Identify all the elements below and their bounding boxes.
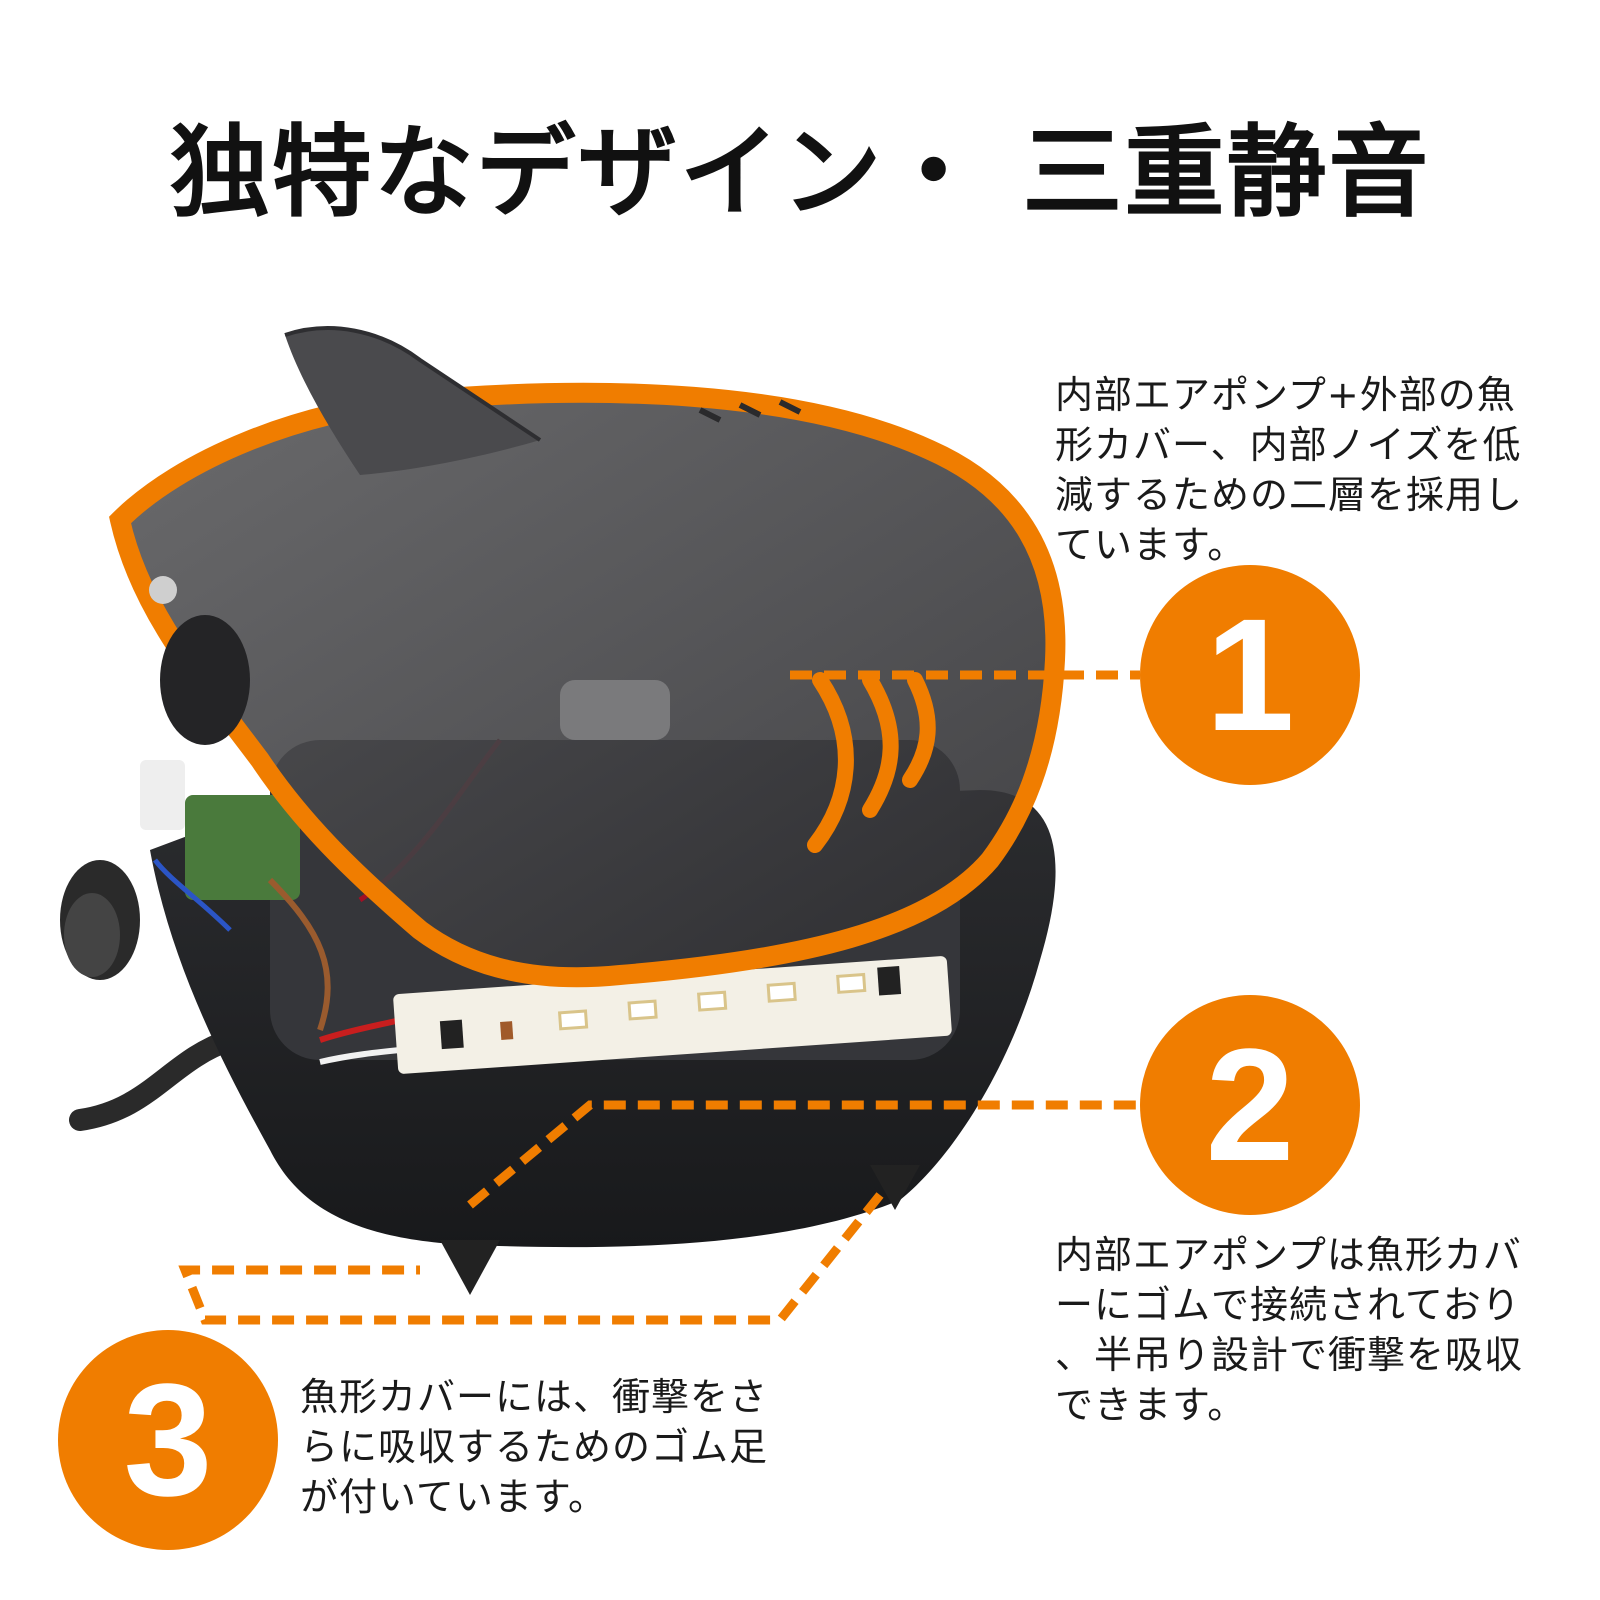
callout-3-line: が付いています。 (300, 1475, 608, 1519)
callout-2-line: 内部エアポンプは魚形カバ (1055, 1233, 1522, 1277)
callout-2-line: 、半吊り設計で衝撃を吸収 (1055, 1333, 1524, 1377)
led-strip (393, 956, 952, 1074)
callout-1-line: ています。 (1055, 523, 1247, 567)
callout-1-line: 形カバー、内部ノイズを低 (1055, 423, 1522, 467)
callout-description-1: 内部エアポンプ+外部の魚 形カバー、内部ノイズを低 減するための二層を採用し て… (1055, 370, 1575, 570)
callout-2-line: ーにゴムで接続されており (1055, 1283, 1521, 1327)
callout-3-line: 魚形カバーには、衝撃をさ (300, 1375, 769, 1419)
callout-description-3: 魚形カバーには、衝撃をさ らに吸収するためのゴム足 が付いています。 (300, 1372, 820, 1522)
callout-1-line: 減するための二層を採用し (1055, 473, 1524, 517)
callout-number-1: 1 (1140, 565, 1360, 785)
callout-2-line: できます。 (1055, 1383, 1247, 1427)
shark-fin (285, 328, 540, 475)
callout-number-3: 3 (58, 1330, 278, 1550)
rubber-foot-right (870, 1165, 920, 1210)
leader-line-2 (467, 1100, 1140, 1209)
callout-description-2: 内部エアポンプは魚形カバ ーにゴムで接続されており 、半吊り設計で衝撃を吸収 で… (1055, 1230, 1575, 1430)
callout-3-line: らに吸収するためのゴム足 (300, 1425, 769, 1469)
rubber-foot-left (440, 1240, 500, 1295)
callout-number-2: 2 (1140, 995, 1360, 1215)
callout-1-line: 内部エアポンプ+外部の魚 (1055, 373, 1516, 417)
leader-line-3 (178, 1192, 884, 1325)
page-title: 独特なデザイン・ 三重静音 (169, 114, 1431, 231)
power-cord (69, 1029, 241, 1131)
leader-lines (178, 670, 1140, 1325)
circuit-board (185, 795, 300, 900)
